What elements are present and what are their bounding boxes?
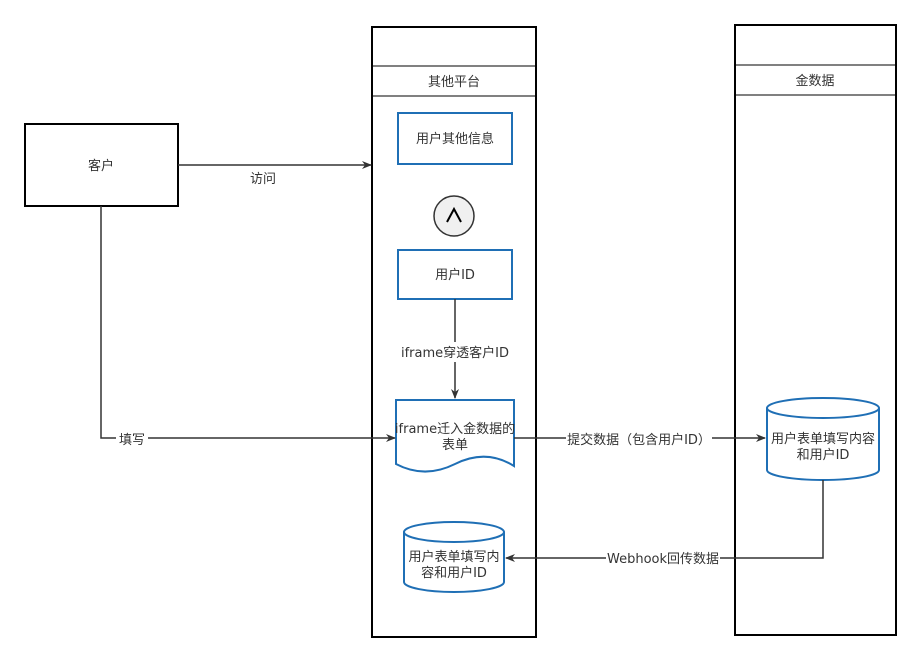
edge-fill: 填写 <box>100 206 396 448</box>
edge-webhook-label: Webhook回传数据 <box>607 552 719 567</box>
embedded-form-label-line2: 表单 <box>442 438 468 453</box>
embedded-form-node: iframe迁入金数据的 表单 <box>395 399 515 473</box>
jinshuju-database-label-line2: 和用户ID <box>797 447 850 463</box>
embedded-form-label-line1: iframe迁入金数据的 <box>395 421 515 437</box>
edge-submit: 提交数据（包含用户ID） <box>514 430 766 448</box>
swimlane-platform-title: 其他平台 <box>428 75 480 90</box>
caret-up-icon <box>433 195 475 237</box>
platform-database-node: 用户表单填写内 容和用户ID <box>403 521 505 593</box>
jinshuju-database-node: 用户表单填写内容 和用户ID <box>766 397 880 481</box>
user-id-node: 用户ID <box>397 249 513 300</box>
swimlane-jinshuju-title: 金数据 <box>795 73 834 89</box>
edge-fill-label: 填写 <box>119 433 145 448</box>
platform-database-label-line1: 用户表单填写内 <box>408 549 499 565</box>
platform-database-label-line2: 容和用户ID <box>421 565 487 581</box>
user-other-info-node: 用户其他信息 <box>397 112 513 165</box>
edge-visit-label: 访问 <box>250 172 276 187</box>
user-other-info-label: 用户其他信息 <box>416 131 494 147</box>
customer-node: 客户 <box>24 123 179 207</box>
edge-iframe-pass: iframe穿透客户ID <box>400 299 510 399</box>
edge-submit-label: 提交数据（包含用户ID） <box>567 432 711 448</box>
customer-label: 客户 <box>88 158 114 174</box>
edge-visit: 访问 <box>178 161 372 187</box>
swimlane-jinshuju: 金数据 <box>734 24 897 636</box>
edge-iframe-pass-label: iframe穿透客户ID <box>401 345 509 361</box>
user-id-label: 用户ID <box>435 267 475 283</box>
jinshuju-database-label-line1: 用户表单填写内容 <box>771 431 875 447</box>
edge-webhook: Webhook回传数据 <box>505 480 824 567</box>
